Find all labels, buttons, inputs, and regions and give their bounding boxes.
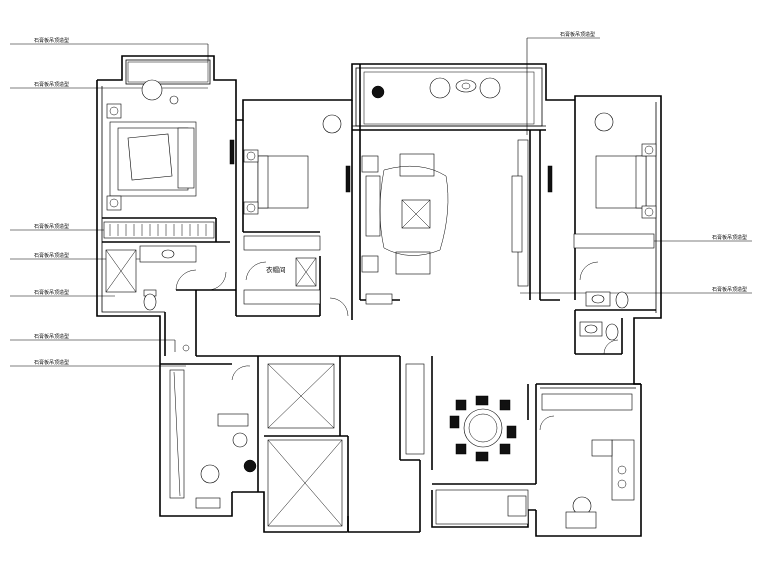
stair-core	[267, 363, 343, 527]
balconies	[125, 59, 543, 127]
annotation-labels: 石膏板吊顶造型 石膏板吊顶造型 石膏板吊顶造型 石膏板吊顶造型 石膏板吊顶造型 …	[34, 31, 747, 366]
annotation-right-1: 石膏板吊顶造型	[712, 234, 747, 241]
living-room	[361, 77, 529, 305]
master-bedroom	[103, 79, 235, 239]
master-bathroom	[105, 245, 227, 352]
interior-walls	[102, 64, 656, 532]
dining-room	[405, 363, 529, 525]
annotation-left-6: 石膏板吊顶造型	[34, 333, 69, 340]
annotation-left-2: 石膏板吊顶造型	[34, 81, 69, 88]
second-bedroom: 衣帽间	[243, 114, 351, 317]
annotation-left-3: 石膏板吊顶造型	[34, 223, 69, 230]
third-bedroom	[547, 112, 657, 355]
kitchen	[539, 393, 635, 529]
annotation-right-2: 石膏板吊顶造型	[712, 286, 747, 293]
annotation-left-4: 石膏板吊顶造型	[34, 252, 69, 259]
annotation-top-right: 石膏板吊顶造型	[560, 31, 595, 38]
annotation-left-1: 石膏板吊顶造型	[34, 37, 69, 44]
room-label-cloakroom: 衣帽间	[266, 265, 286, 274]
study-room	[169, 365, 257, 509]
annotation-left-7: 石膏板吊顶造型	[34, 359, 69, 366]
hangers	[109, 224, 207, 236]
annotation-left-5: 石膏板吊顶造型	[34, 289, 69, 296]
